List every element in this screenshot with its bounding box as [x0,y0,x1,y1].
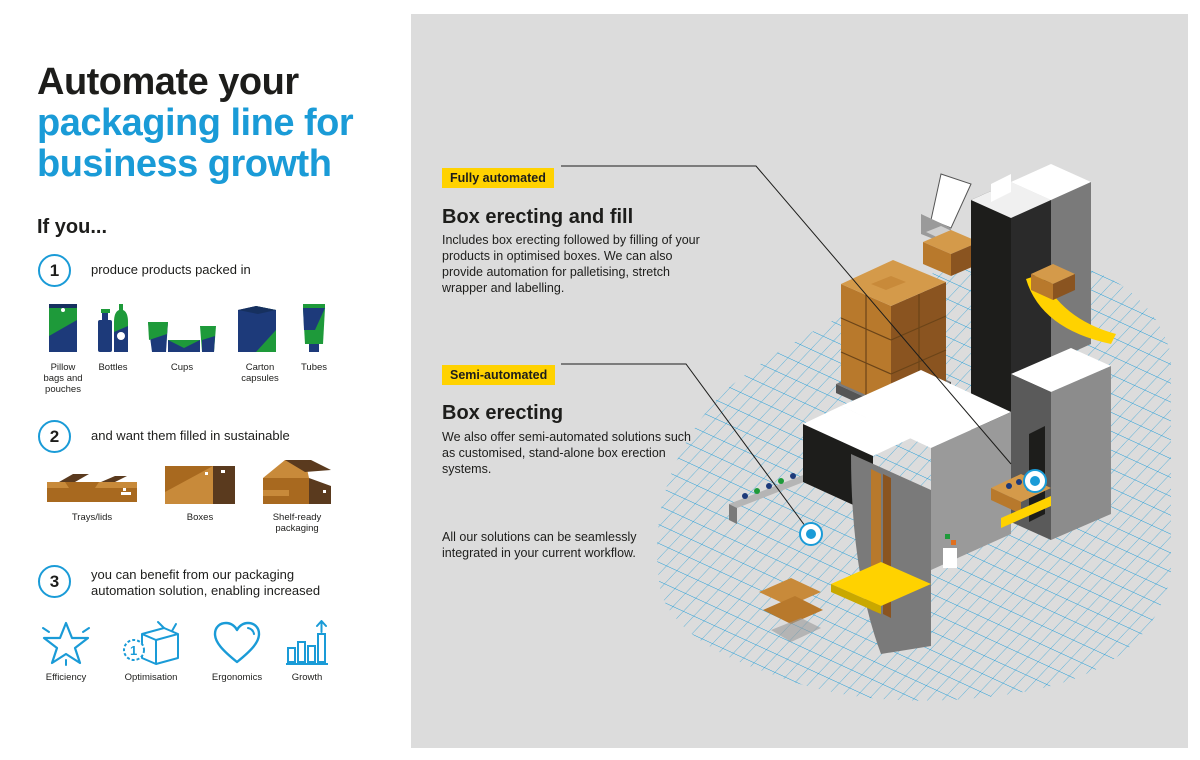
step-2: 2 and want them filled in sustainable [38,420,290,453]
tag-fully-automated: Fully automated [442,168,554,188]
marker-semi-automated [799,522,823,546]
step-3: 3 you can benefit from our packaging aut… [38,565,361,599]
packaging-line-illustration [561,164,1171,701]
pillow-bag-icon [49,304,77,352]
boxes-icon [165,466,235,504]
robot-arm [921,173,979,276]
bottles-icon [98,304,128,352]
section-title-box-erecting-fill: Box erecting and fill [442,206,634,228]
conveyor-line [729,472,819,524]
carton-capsules-icon [238,306,276,352]
packaging-trays: Trays/lids [44,470,140,523]
step-1: 1 produce products packed in [38,254,251,287]
intro-text: If you... [37,216,107,238]
intro-column: Automate your packaging line for busines… [0,0,410,760]
benefit-ergonomics: Ergonomics [206,620,268,683]
step-number-1: 1 [38,254,71,287]
benefit-growth: Growth [282,620,332,683]
step-text-2: and want them filled in sustainable [91,428,290,443]
step-text-3: you can benefit from our packaging autom… [91,567,321,598]
closing-text: All our solutions can be seamlessly inte… [442,530,637,560]
leader-line-fully [561,165,1012,465]
leader-line-semi [561,363,812,535]
product-carton-capsules: Carton capsules [232,300,288,384]
box-erecting-machine [759,370,1011,654]
product-pillow-bags: Pillow bags and pouches [40,300,86,395]
product-cups: Cups [142,300,222,373]
step-number-2: 2 [38,420,71,453]
headline-line-1: Automate your [37,61,299,103]
headline-line-2: packaging line for [37,102,354,144]
product-bottles: Bottles [92,300,134,373]
page-title: Automate your packaging line for busines… [37,61,354,185]
product-tubes: Tubes [296,300,332,373]
packaging-shelf-ready: Shelf-ready packaging [258,456,336,534]
svg-text:1: 1 [130,643,137,658]
section-body-box-erecting-fill: Includes box erecting followed by fillin… [442,233,700,295]
cups-icon [148,322,216,352]
box-erecting-fill-machine [971,164,1116,540]
heart-icon [213,621,261,664]
illustration-panel: Fully automated Box erecting and fill In… [411,14,1188,748]
tubes-icon [303,304,325,352]
headline-line-3: business growth [37,143,332,185]
marker-fully-automated [1023,469,1047,493]
section-body-box-erecting: We also offer semi-automated solutions s… [442,430,691,476]
trays-icon [47,474,137,502]
step-number-3: 3 [38,565,71,598]
packaging-boxes: Boxes [162,462,238,523]
optimisation-icon: 1 [123,621,179,665]
benefit-efficiency: Efficiency [38,620,94,683]
star-icon [42,621,90,666]
tag-semi-automated: Semi-automated [442,365,556,385]
section-title-box-erecting: Box erecting [442,402,564,424]
growth-icon [286,620,328,665]
benefit-optimisation: 1 Optimisation [118,620,184,683]
step-text-1: produce products packed in [91,262,251,277]
shelf-ready-icon [263,460,331,504]
